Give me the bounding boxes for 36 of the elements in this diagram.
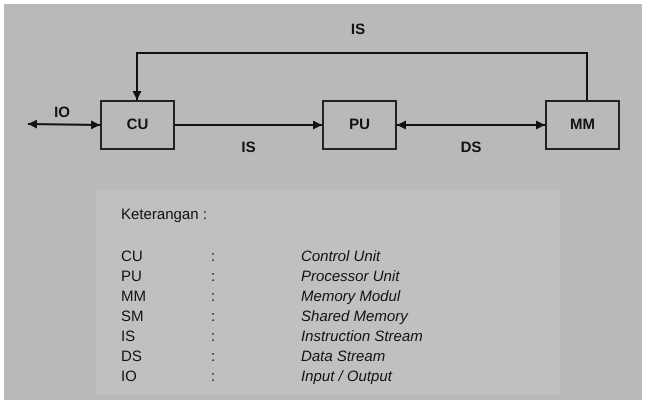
separator-colon: : [211,306,216,326]
separator-colon: : [211,246,216,266]
abbreviation: MM [121,286,147,306]
separator-colon: : [211,326,216,346]
separator-colon: : [211,266,216,286]
abbreviation: IS [121,326,136,346]
definition: Processor Unit [301,266,401,286]
box-label: PU [349,114,370,135]
definition: Input / Output [301,366,394,386]
box-label: CU [126,114,148,135]
arrow [132,52,588,100]
separator-colon: : [211,346,216,366]
abbreviation: CU [121,246,144,266]
legend-heading: Keterangan : [121,205,208,225]
definition: Shared Memory [301,306,410,326]
edge-label: IS [241,138,256,158]
process-box [100,100,175,150]
separator-colon: : [211,286,216,306]
edge-label: DS [460,138,482,158]
definition: Memory Modul [301,286,402,306]
definition: Data Stream [301,346,386,366]
abbreviation: SM [121,306,144,326]
arrow [28,120,100,130]
edge-label: IS [350,20,366,40]
definition: Control Unit [301,246,382,266]
abbreviation: DS [121,346,143,366]
box-label: MM [570,114,595,135]
separator-colon: : [211,366,216,386]
definition: Instruction Stream [301,326,424,346]
process-box [322,100,397,150]
arrow [397,120,545,130]
edge-label: IO [54,102,70,122]
process-box [545,100,620,150]
arrow [175,120,322,130]
abbreviation: IO [121,366,138,386]
abbreviation: PU [121,266,143,286]
